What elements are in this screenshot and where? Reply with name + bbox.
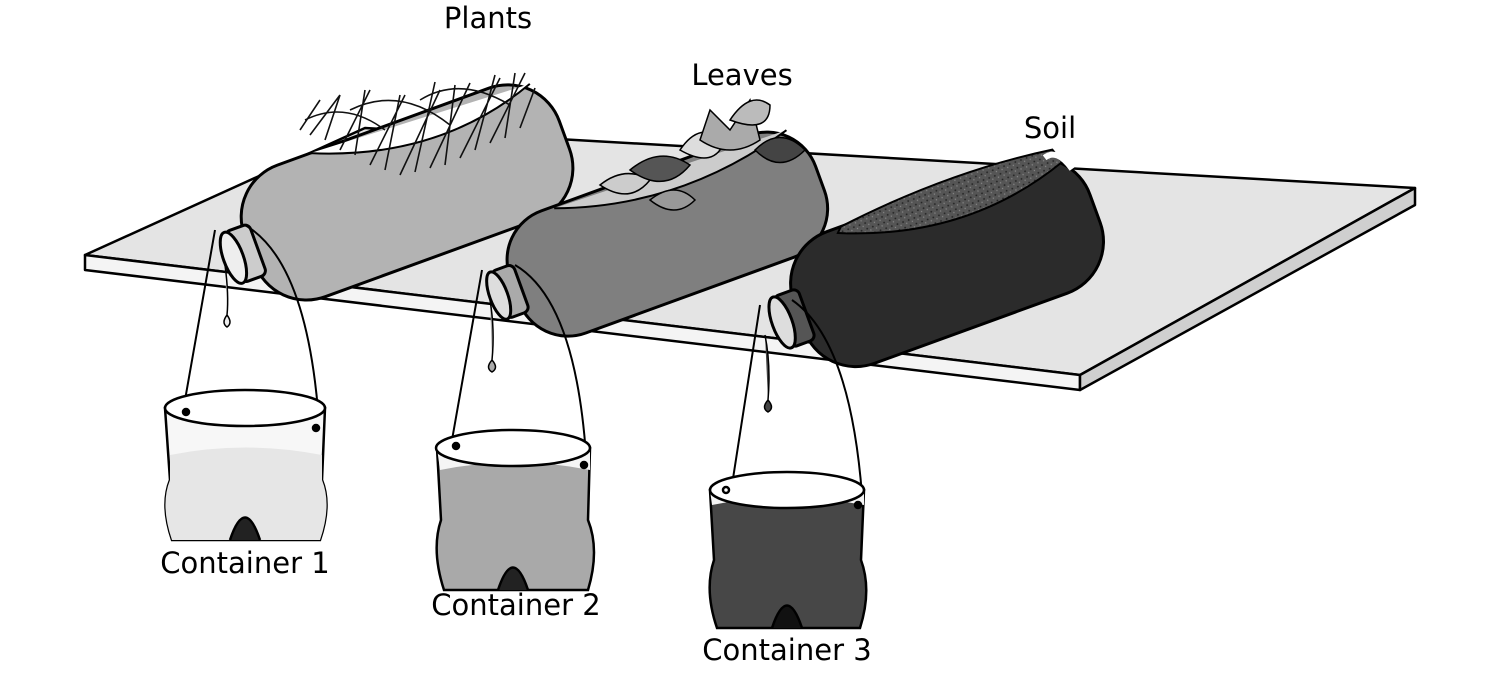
label-container-1: Container 1 xyxy=(160,546,329,580)
bottle-soil xyxy=(767,148,1105,369)
bottle-plants xyxy=(218,72,575,302)
label-plants: Plants xyxy=(444,1,532,35)
label-container-3: Container 3 xyxy=(702,633,871,667)
strings xyxy=(184,224,863,496)
label-soil: Soil xyxy=(1024,111,1076,145)
grass xyxy=(299,72,536,176)
leaves xyxy=(598,98,807,211)
bottle-leaves xyxy=(485,98,830,338)
container-1 xyxy=(163,388,328,542)
label-container-2: Container 2 xyxy=(431,588,600,622)
container-2 xyxy=(434,428,596,592)
container-3 xyxy=(708,470,868,630)
label-leaves: Leaves xyxy=(691,58,792,92)
drips xyxy=(223,264,773,413)
